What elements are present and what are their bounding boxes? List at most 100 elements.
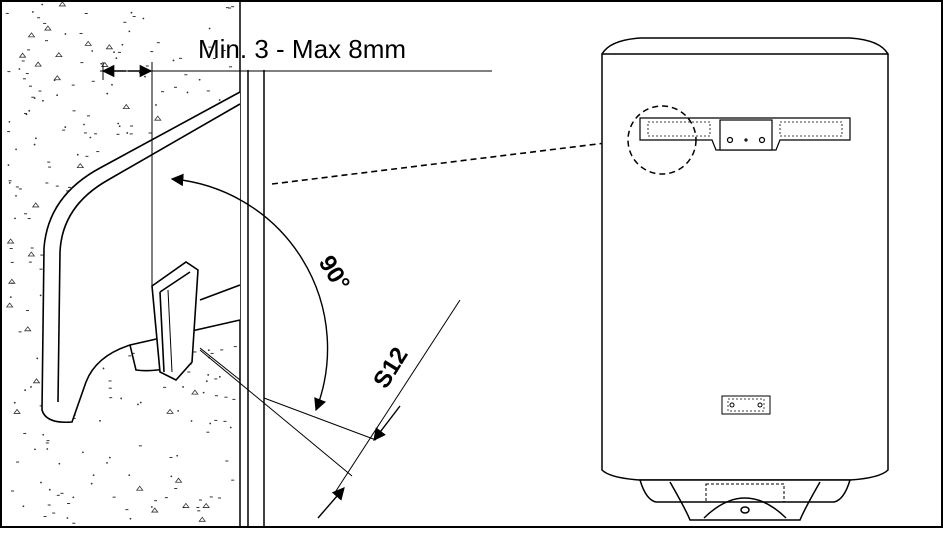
- wall-speckle: [177, 409, 180, 412]
- wall-speckle: [135, 485, 144, 491]
- wall-speckle: [118, 125, 121, 128]
- detail-leader-line: [271, 139, 631, 185]
- wall-speckle: [100, 62, 103, 65]
- wall-speckle: [121, 43, 124, 46]
- wall-speckle: [53, 79, 56, 82]
- wall-speckle: [150, 507, 159, 513]
- wall-speckle: [18, 52, 27, 58]
- wall-speckle: [106, 461, 108, 464]
- wall-speckle: [139, 401, 142, 404]
- wall-speckle: [130, 11, 133, 14]
- wall-speckle: [113, 51, 115, 54]
- wall-speckle: [32, 378, 41, 384]
- wall-speckle: [202, 502, 210, 508]
- wall-speckle: [172, 59, 175, 62]
- wall-speckle: [8, 182, 11, 184]
- water-heater: [601, 37, 889, 521]
- wall-speckle: [102, 367, 105, 370]
- wall-speckle: [170, 475, 173, 478]
- wall-speckle: [7, 164, 10, 166]
- wall-speckle: [33, 143, 36, 146]
- wall-speckle: [28, 109, 31, 112]
- angle-indicator: [170, 173, 329, 412]
- wall-speckle: [18, 68, 21, 70]
- wall-speckle: [13, 401, 16, 404]
- wall-speckle: [22, 505, 25, 508]
- wall-speckle: [42, 99, 44, 102]
- wall-speckle: [174, 477, 183, 483]
- wall-speckle: [207, 374, 210, 376]
- wall-speckle: [198, 78, 201, 81]
- wall-speckle: [182, 506, 185, 509]
- wall-speckle: [128, 30, 131, 33]
- wall-speckle: [120, 397, 123, 400]
- wall-speckle: [182, 502, 190, 508]
- wall-speckle: [72, 496, 75, 499]
- wall-speckle: [36, 357, 39, 360]
- wall-speckle: [218, 99, 221, 101]
- wall-speckle: [8, 120, 11, 123]
- wall-speckle: [166, 408, 174, 414]
- wall-speckle: [117, 122, 120, 125]
- wall-speckle: [15, 148, 17, 151]
- wall-speckle: [205, 380, 208, 383]
- wall-speckle: [40, 481, 42, 484]
- wall-speckle: [122, 103, 131, 109]
- wall-speckle: [111, 83, 113, 86]
- wall-speckle: [64, 33, 67, 35]
- wall-speckle: [34, 448, 36, 451]
- tank-back-wall: [247, 70, 265, 526]
- wall-speckle: [90, 482, 93, 485]
- wall-speckle: [6, 238, 15, 244]
- wall-speckle: [207, 349, 210, 352]
- gap-dimension-label: Min. 3 - Max 8mm: [198, 34, 406, 64]
- wall-speckle: [182, 386, 185, 388]
- wall-speckle: [34, 61, 42, 67]
- wall-speckle: [128, 474, 131, 477]
- wall-speckle: [41, 3, 44, 6]
- wall-speckle: [5, 302, 14, 308]
- wall-speckle: [33, 97, 36, 99]
- wall-speckle: [153, 115, 162, 121]
- wall-speckle: [137, 403, 139, 406]
- wall-speckle: [138, 71, 141, 74]
- wall-speckle: [30, 386, 32, 388]
- wall-speckle: [25, 113, 28, 116]
- heater-top-bracket: [639, 117, 851, 151]
- wall-speckle: [108, 456, 111, 459]
- wall-speckle: [115, 57, 118, 60]
- wall-speckle: [76, 162, 85, 169]
- wall-speckle: [208, 27, 211, 30]
- wall-speckle: [53, 75, 62, 81]
- bolt-dimension: [199, 299, 461, 519]
- wall-speckle: [23, 326, 32, 332]
- angle-label: 90°: [313, 251, 355, 296]
- wall-speckle: [31, 11, 34, 13]
- wall-speckle: [84, 40, 93, 46]
- wall-speckle: [229, 426, 232, 429]
- wall-speckle: [27, 32, 36, 38]
- wall-speckle: [56, 94, 59, 97]
- wall-speckle: [126, 132, 129, 134]
- wall-speckle: [64, 126, 67, 128]
- wall-speckle: [76, 153, 79, 156]
- wall-speckle: [111, 68, 114, 70]
- wall-speckle: [31, 202, 40, 208]
- wall-speckle: [155, 104, 157, 106]
- wall-speckle: [13, 408, 21, 414]
- wall-speckle: [91, 50, 94, 52]
- wall-speckle: [46, 448, 49, 450]
- wall-speckle: [35, 137, 37, 140]
- wall-speckle: [198, 516, 207, 522]
- wall-speckle: [150, 506, 153, 508]
- wall-speckle: [83, 123, 85, 126]
- wall-speckle: [144, 75, 146, 78]
- wall-speckle: [142, 17, 145, 20]
- wall-speckle: [66, 517, 69, 519]
- wall-speckle: [55, 51, 63, 58]
- wall-speckle: [99, 419, 101, 422]
- detail-callout-circle: [627, 105, 697, 175]
